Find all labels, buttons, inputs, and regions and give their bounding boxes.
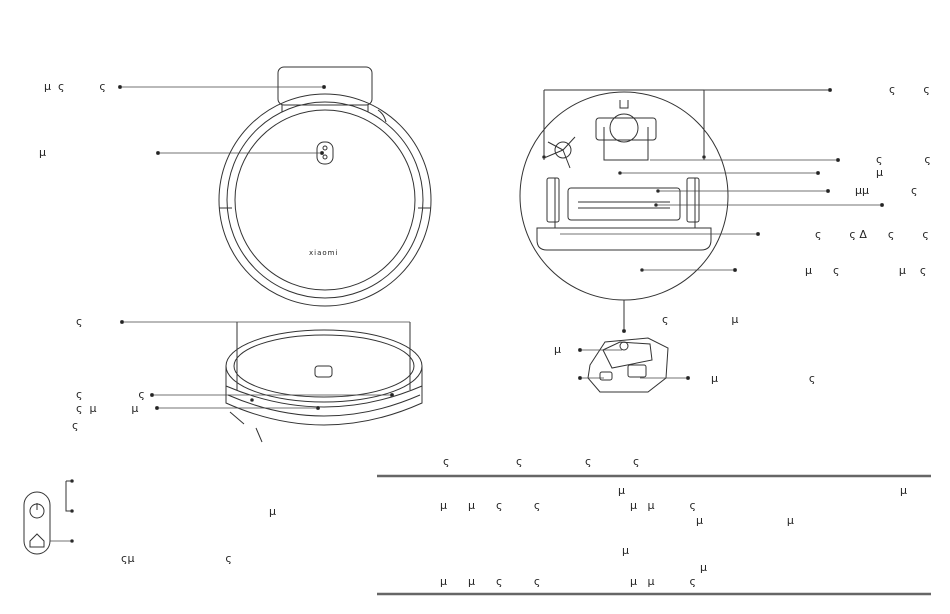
brand-logo: xiaomi xyxy=(309,249,339,257)
charging-dock xyxy=(587,337,669,393)
table-cell: μ μ ς xyxy=(630,499,696,512)
laser-distance-sensor-cover xyxy=(277,66,373,106)
table-cell: μ μ ς ς xyxy=(440,575,541,588)
main-brush-area xyxy=(567,187,681,221)
label-cliff-sensor-2: ς xyxy=(72,419,79,432)
label-home-button: ςμ ς xyxy=(121,552,232,565)
table-cell: μ xyxy=(622,544,629,557)
label-bumper: ς xyxy=(76,315,83,328)
table-cell: μ μ ς ς xyxy=(440,499,541,512)
table-rules xyxy=(377,474,931,596)
robot-bottom-outline xyxy=(519,91,729,301)
label-roller: μμ ς xyxy=(855,184,918,197)
label-laser-cover: μ ς ς xyxy=(44,80,106,93)
label-wheel-b: μ xyxy=(876,166,883,179)
table-header-4: ς xyxy=(633,455,640,468)
table-cell: μ μ xyxy=(696,514,794,527)
table-cell: μ xyxy=(618,484,625,497)
label-power-button: μ xyxy=(269,505,276,518)
label-top-sensor: μ xyxy=(39,146,46,159)
table-header-1: ς xyxy=(443,455,450,468)
table-cell: μ μ ς xyxy=(630,575,696,588)
label-dock-top: ς μ xyxy=(662,313,739,326)
robot-bottom-view xyxy=(519,89,830,330)
side-view-button xyxy=(314,365,333,378)
label-cliff-sensor: ς μ μ xyxy=(76,402,139,415)
label-wall-sensor: ς ς xyxy=(76,388,145,401)
label-dock-right: μ ς xyxy=(711,372,816,385)
label-dock-left: μ xyxy=(554,343,561,356)
table-cell: μ xyxy=(700,561,707,574)
button-panel xyxy=(23,480,72,555)
table-header-2: ς xyxy=(516,455,523,468)
table-cell: μ xyxy=(900,484,907,497)
label-mop-mount: ς ς Δ ς ς xyxy=(815,228,929,241)
label-battery-cover: μ ς μ ς xyxy=(805,264,927,277)
home-icon xyxy=(29,533,45,548)
label-wheel-a: ς ς xyxy=(876,153,931,166)
side-brush-hub xyxy=(554,141,572,159)
table-header-3: ς xyxy=(585,455,592,468)
robot-side-view xyxy=(225,322,423,443)
robot-body-outline xyxy=(218,93,432,307)
robot-top-view xyxy=(218,66,432,307)
label-side-brush: ς ς xyxy=(889,83,930,96)
leader-lines xyxy=(50,85,885,543)
